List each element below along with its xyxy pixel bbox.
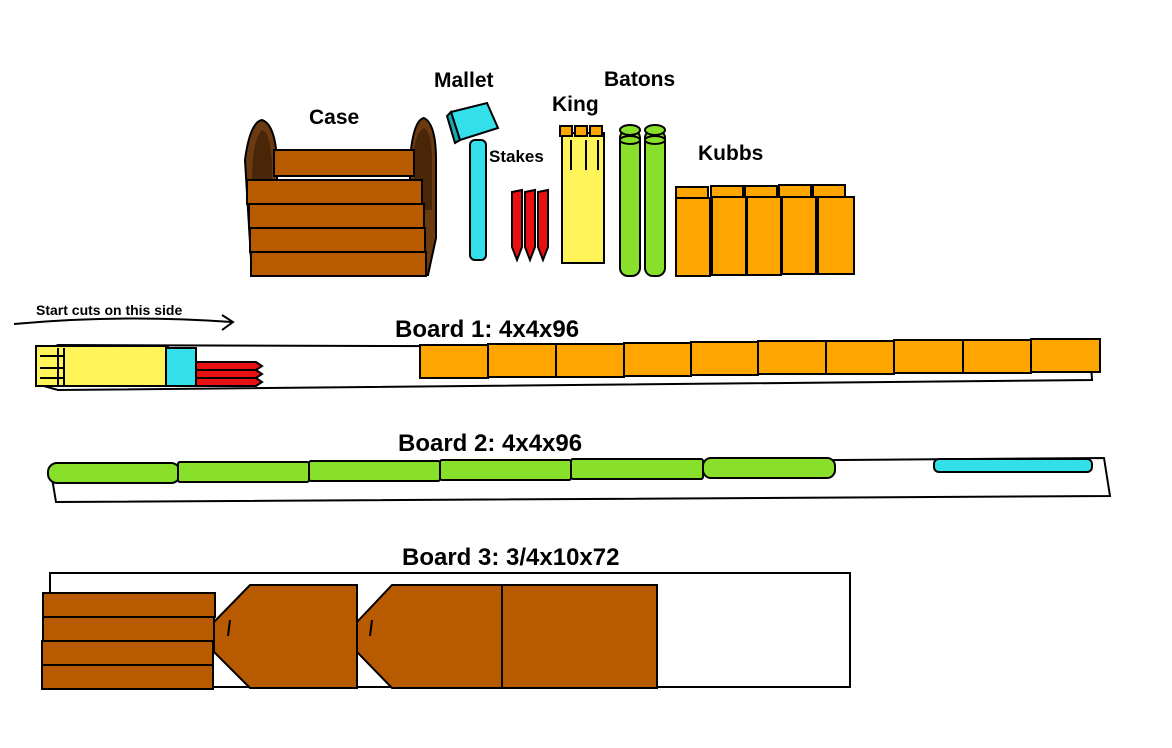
- case-part: [243, 116, 437, 278]
- kubbs-part: [675, 184, 855, 277]
- stake-pieces: [195, 361, 264, 387]
- case-label: Case: [309, 106, 360, 129]
- start-cuts-note: Start cuts on this side: [36, 302, 183, 318]
- batons-part: [619, 124, 666, 277]
- case-slat-pieces: [41, 592, 216, 690]
- board-2: [47, 456, 1112, 504]
- stakes-part: [511, 188, 549, 263]
- mallet-part: [445, 101, 500, 261]
- kubb-pieces: [419, 338, 1101, 379]
- board-1-title: Board 1: 4x4x96: [395, 316, 580, 343]
- case-bottom-piece: [501, 584, 658, 689]
- king-part: [559, 125, 605, 264]
- mallet-handle-piece: [933, 458, 1093, 473]
- case-end-pieces: [213, 584, 503, 689]
- board-3: [41, 572, 851, 690]
- king-piece: [35, 345, 169, 387]
- mallet-head-piece: [165, 347, 197, 387]
- board-3-title: Board 3: 3/4x10x72: [402, 544, 620, 571]
- board-2-title: Board 2: 4x4x96: [398, 430, 583, 457]
- start-arrow: [13, 314, 235, 331]
- board-1: [35, 338, 1101, 392]
- batons-label: Batons: [604, 68, 676, 91]
- mallet-label: Mallet: [434, 69, 494, 92]
- stakes-label: Stakes: [489, 147, 544, 166]
- kubbs-label: Kubbs: [698, 142, 764, 165]
- baton-pieces: [47, 457, 836, 484]
- king-label: King: [552, 93, 599, 116]
